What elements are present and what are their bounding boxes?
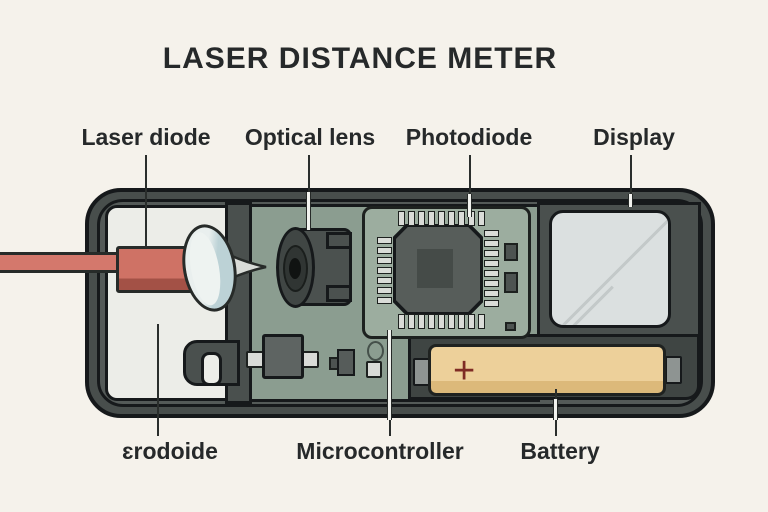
chip-pin — [428, 314, 435, 329]
leader-battery-light — [553, 399, 558, 420]
chip-pin — [448, 211, 455, 226]
leader-microcontroller-light — [387, 330, 392, 420]
chip-pin — [468, 314, 475, 329]
label-microcontroller: Microcontroller — [296, 438, 464, 464]
chip-pin — [484, 250, 499, 257]
chip-pin — [377, 257, 392, 264]
chip-pin — [377, 247, 392, 254]
laser-beam — [0, 252, 122, 273]
chip-pin — [484, 300, 499, 307]
chip-pin — [398, 314, 405, 329]
chip-pin — [484, 280, 499, 287]
optical-lens-tab-top — [326, 232, 352, 249]
leader-photodiode-light — [467, 194, 472, 217]
chip-die — [417, 249, 453, 288]
label-photodiode: Photodiode — [405, 124, 533, 150]
smd-component — [504, 272, 518, 293]
resistor-body — [262, 334, 304, 379]
leader-display-light — [628, 194, 633, 207]
silkscreen-oval — [367, 341, 384, 361]
chip-pin — [484, 230, 499, 237]
optical-lens-aperture — [289, 258, 301, 279]
leader-laser-diode — [145, 155, 147, 248]
smd-component — [337, 349, 355, 376]
smd-component — [504, 243, 518, 261]
chip-pin — [377, 277, 392, 284]
display-panel — [549, 210, 671, 328]
label-optical-lens: Optical lens — [244, 124, 376, 150]
page-title: LASER DISTANCE METER — [162, 42, 558, 75]
chip-pin — [408, 211, 415, 226]
chip-pin — [478, 211, 485, 226]
chip-pin — [448, 314, 455, 329]
chip-pin — [377, 297, 392, 304]
leader-microcontroller-dark — [389, 420, 391, 436]
chip-pin — [408, 314, 415, 329]
battery-polarity-mark: + — [453, 350, 476, 392]
leader-optical-lens-light — [306, 192, 311, 230]
optical-lens-tab-bottom — [326, 285, 352, 302]
chip-pin — [418, 211, 425, 226]
smd-component — [505, 322, 516, 331]
label-display: Display — [593, 124, 675, 150]
leader-erodoide — [157, 324, 159, 436]
leader-optical-lens-dark — [308, 155, 310, 192]
chip-pin — [438, 314, 445, 329]
chip-pin — [484, 260, 499, 267]
device-casing: + — [85, 188, 715, 418]
chip-pin — [458, 314, 465, 329]
chip-pin — [438, 211, 445, 226]
smd-pad — [366, 361, 382, 378]
chip-pin — [398, 211, 405, 226]
leader-display-dark — [630, 155, 632, 194]
chip-pin — [377, 267, 392, 274]
label-erodoide: ɛrodoide — [122, 438, 218, 464]
chip-pin — [377, 237, 392, 244]
mounting-boss-notch — [201, 352, 222, 386]
battery-part: + — [428, 344, 666, 396]
chip-pin — [418, 314, 425, 329]
display-reflection — [552, 213, 668, 325]
chip-pin — [377, 287, 392, 294]
leader-battery-dark1 — [555, 389, 557, 400]
leader-battery-dark2 — [555, 420, 557, 436]
battery-terminal-right — [665, 356, 682, 384]
chip-pin — [484, 270, 499, 277]
chip-pin — [478, 314, 485, 329]
label-laser-diode: Laser diode — [81, 124, 211, 150]
chip-pin — [428, 211, 435, 226]
chip-pin — [484, 290, 499, 297]
leader-photodiode-dark — [469, 155, 471, 194]
chip-pin — [458, 211, 465, 226]
chip-pin — [484, 240, 499, 247]
label-battery: Battery — [520, 438, 600, 464]
